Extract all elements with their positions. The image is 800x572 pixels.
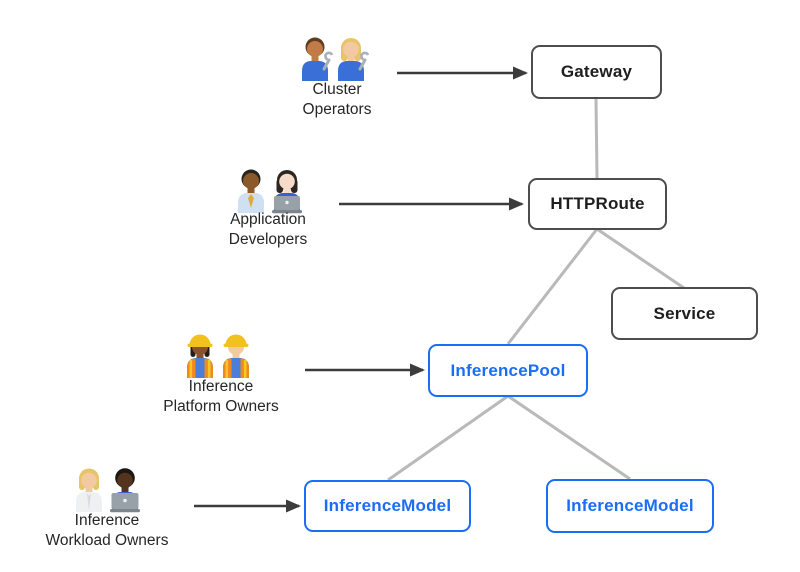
node-inferencemodel-right: InferenceModel	[546, 479, 714, 533]
node-gateway-label: Gateway	[560, 62, 633, 81]
node-inferencepool-label: InferencePool	[450, 360, 566, 380]
persona-label-inference-platform-owners: Inference Platform Owners	[163, 378, 279, 415]
node-inferencemodel-right-label: InferenceModel	[566, 496, 694, 515]
inference-platform-owners-icons	[187, 334, 249, 378]
node-httproute-label: HTTPRoute	[550, 194, 645, 213]
node-inferencemodel-left-label: InferenceModel	[323, 496, 452, 515]
blond-scientist-emoji	[76, 468, 102, 512]
node-inferencepool: InferencePool	[428, 344, 588, 397]
inference-workload-owners-icons	[76, 468, 140, 513]
edge-gateway-httproute	[594, 98, 599, 179]
woman-mechanic-emoji	[338, 38, 370, 81]
edge-httproute-service	[596, 227, 685, 290]
edge-inferencepool-inferencemodel-right	[507, 394, 631, 481]
node-gateway: Gateway	[531, 45, 662, 99]
node-service-label: Service	[653, 303, 716, 323]
woman-construction-worker-emoji	[187, 334, 213, 378]
node-service: Service	[611, 287, 758, 340]
persona-label-inference-workload-owners: Inference Workload Owners	[45, 512, 169, 549]
persona-label-cluster-operators: Cluster Operators	[302, 81, 372, 118]
man-technologist-emoji	[110, 468, 140, 513]
application-developers-icons	[238, 169, 302, 214]
node-inferencemodel-left: InferenceModel	[304, 480, 471, 532]
node-httproute: HTTPRoute	[528, 178, 667, 230]
cluster-operators-icons	[302, 37, 370, 81]
edge-httproute-inferencepool	[506, 228, 599, 345]
persona-label-application-developers: Application Developers	[228, 211, 308, 248]
edge-inferencepool-inferencemodel-left	[387, 394, 509, 482]
man-construction-worker-emoji	[223, 334, 249, 378]
man-office-worker-emoji	[238, 169, 264, 213]
woman-technologist-emoji	[272, 170, 302, 214]
man-mechanic-emoji	[302, 37, 334, 81]
